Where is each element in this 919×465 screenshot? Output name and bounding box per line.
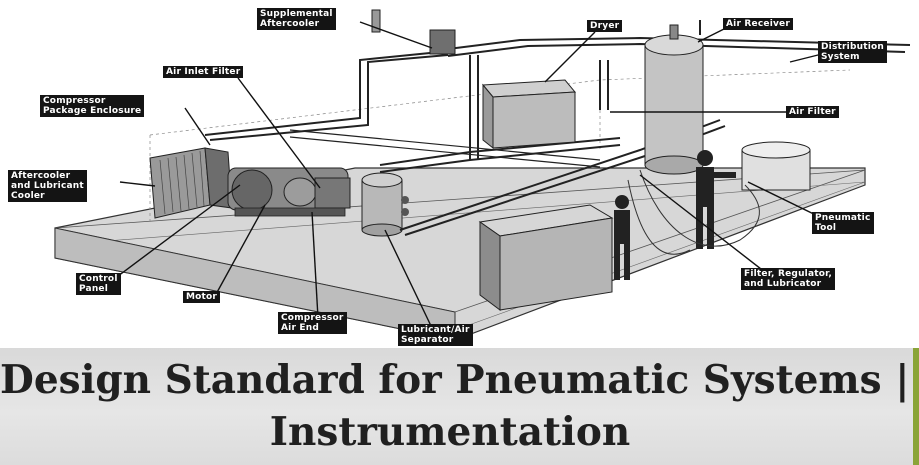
- accent-bar: [913, 348, 919, 465]
- separator-tank: [361, 172, 409, 237]
- caption-band: Design Standard for Pneumatic Systems | …: [0, 348, 919, 465]
- page-title: Design Standard for Pneumatic Systems | …: [0, 357, 910, 455]
- label-control-panel: Control Panel: [76, 273, 121, 295]
- label-distribution-system: Distribution System: [818, 41, 887, 63]
- aftercooler-unit: [149, 147, 233, 219]
- compressor-package: [227, 167, 351, 217]
- supplemental-aftercooler-unit: [371, 9, 456, 55]
- label-dryer: Dryer: [587, 20, 623, 32]
- label-lubricant-air-separator: Lubricant/Air Separator: [398, 324, 473, 346]
- label-air-receiver: Air Receiver: [723, 18, 793, 30]
- air-hoses: [627, 169, 760, 255]
- dryer-unit: [481, 79, 577, 150]
- label-air-inlet-filter: Air Inlet Filter: [163, 66, 244, 78]
- worker-figures: [614, 150, 736, 280]
- label-air-filter: Air Filter: [786, 106, 839, 118]
- label-aftercooler-lubricant-cooler: Aftercooler and Lubricant Cooler: [8, 170, 87, 202]
- pneumatic-tool-bench: [741, 141, 811, 191]
- leader-lines: [109, 21, 831, 329]
- building-outline: [149, 69, 851, 225]
- label-compressor-air-end: Compressor Air End: [278, 312, 347, 334]
- label-compressor-package-enclosure: Compressor Package Enclosure: [40, 95, 145, 117]
- storage-box: [478, 204, 614, 311]
- label-filter-regulator-lubricator: Filter, Regulator, and Lubricator: [741, 268, 836, 290]
- label-pneumatic-tool: Pneumatic Tool: [812, 212, 874, 234]
- label-supplemental-aftercooler: Supplemental Aftercooler: [257, 8, 336, 30]
- label-motor: Motor: [183, 291, 221, 303]
- pneumatic-system-diagram: [54, 9, 911, 341]
- air-receiver-tank: [644, 24, 704, 175]
